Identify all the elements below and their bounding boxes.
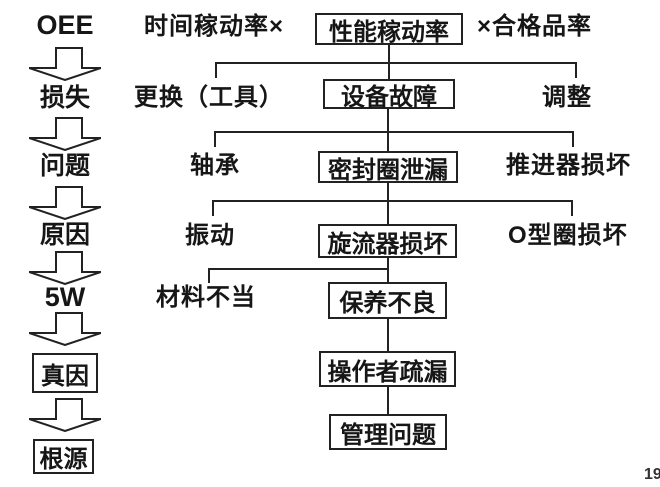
down-arrow-icon [29, 312, 101, 346]
node-operator-negligence-box: 操作者疏漏 [319, 351, 456, 387]
rail-item-problem: 问题 [39, 152, 90, 180]
node-improper-material: 材料不当 [156, 284, 256, 311]
rail-item-true-cause-box: 真因 [32, 353, 98, 393]
rail-item-cause: 原因 [39, 221, 90, 249]
down-arrow-icon [29, 117, 101, 151]
node-management-problem-box: 管理问题 [329, 414, 447, 450]
rail-item-root-source-box: 根源 [33, 439, 94, 474]
node-tool-replacement: 更换（工具） [134, 84, 284, 111]
down-arrow-icon [29, 251, 101, 285]
rail-item-5w: 5W [44, 282, 86, 312]
formula-time-rate-label: 时间稼动率× [144, 13, 285, 40]
down-arrow-icon [29, 398, 101, 432]
formula-performance-rate-box: 性能稼动率 [315, 13, 463, 46]
node-adjustment: 调整 [542, 84, 592, 111]
node-seal-ring-leak-box: 密封圈泄漏 [318, 151, 458, 184]
formula-quality-rate-label: ×合格品率 [477, 13, 593, 40]
down-arrow-icon [29, 186, 101, 220]
rail-item-loss: 损失 [39, 84, 90, 112]
down-arrow-icon [29, 47, 101, 81]
node-propeller-damage: 推进器损坏 [506, 152, 631, 179]
node-o-ring-damage: O型圈损坏 [508, 222, 628, 249]
node-bearing: 轴承 [190, 152, 240, 179]
node-poor-maintenance-box: 保养不良 [328, 282, 447, 319]
node-vibration: 振动 [185, 222, 235, 249]
page-number: 19 [644, 466, 660, 483]
node-cyclone-damage-box: 旋流器损坏 [318, 224, 457, 258]
node-equipment-failure-box: 设备故障 [323, 79, 455, 111]
rail-item-oee: OEE [36, 10, 94, 40]
